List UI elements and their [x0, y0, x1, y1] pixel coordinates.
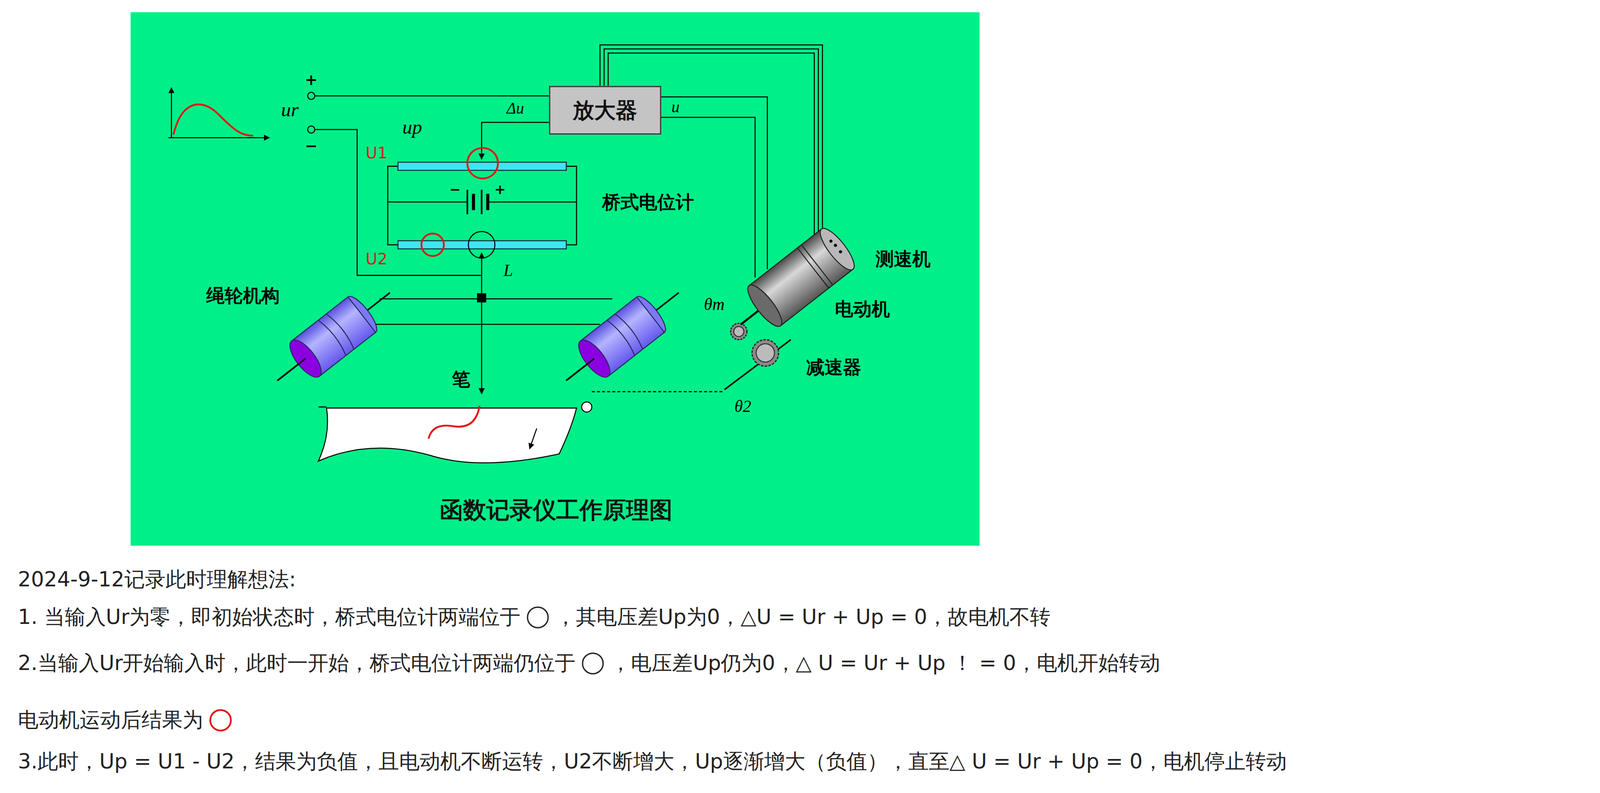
recorded-curve [428, 406, 480, 439]
paper-direction-arrow [529, 428, 537, 450]
dashed-link [591, 391, 723, 393]
graph-axis [170, 87, 172, 138]
note-mark: U2 [365, 251, 388, 268]
feedback-wire [600, 44, 823, 232]
angle-name: θm [703, 295, 725, 313]
polarity-sign: + [494, 182, 506, 197]
note-text: 3.此时，Up = U1 - U2，结果为负值，且电动机不断运转，U2不断增大，… [17, 749, 1287, 775]
note-text: 2.当输入Ur开始输入时，此时一开始，桥式电位计两端仍位于 [17, 651, 576, 676]
red-circle [421, 233, 444, 256]
wiper-wire [481, 122, 549, 160]
wire [487, 201, 577, 203]
reducer-shaft [724, 339, 791, 390]
drum-face [284, 335, 327, 383]
wire [387, 201, 468, 203]
black-circle [468, 231, 495, 259]
part-name: 笔 [451, 370, 471, 389]
terminal-dot [833, 243, 839, 248]
note-mark: U1 [365, 144, 388, 162]
polarity-sign: + [304, 72, 318, 88]
signal-name: up [402, 117, 422, 138]
rope [379, 298, 613, 300]
black-circle [527, 607, 549, 628]
recording-paper [318, 407, 577, 464]
note-line: 2024-9-12记录此时理解想法: [17, 567, 297, 592]
rope-drum [263, 275, 404, 399]
note-text: ，其电压差Up为0，△U = Ur + Up = 0，故电机不转 [555, 604, 1051, 630]
drum-axle [277, 358, 306, 381]
wire [315, 95, 549, 97]
signal-name: u [671, 98, 680, 115]
pen-carriage [477, 293, 486, 303]
note-text: ，电压差Up仍为0，△ U = Ur + Up ！ = 0，电机开始转动 [610, 651, 1161, 676]
drum-axle [565, 292, 679, 381]
battery-symbol [486, 193, 490, 210]
red-circle [208, 708, 233, 733]
wiper-wire [480, 253, 482, 298]
angle-name: θ2 [734, 397, 752, 415]
pen-line [480, 297, 482, 394]
gear-hub [733, 326, 745, 337]
battery-symbol [480, 189, 483, 215]
note-line: 3.此时，Up = U1 - U2，结果为负值，且电动机不断运转，U2不断增大，… [17, 749, 1287, 775]
part-name: 减速器 [806, 358, 862, 377]
part-name: 绳轮机构 [206, 286, 280, 306]
amplifier-box: 放大器 [548, 85, 662, 135]
graph-axis [168, 137, 270, 139]
signal-curve [173, 104, 254, 136]
polarity-sign: − [449, 182, 461, 197]
gear-hub [756, 344, 775, 363]
polarity-sign: − [304, 138, 318, 154]
wire [566, 166, 577, 246]
gear [752, 339, 779, 366]
tachometer-end [815, 224, 860, 275]
rope [359, 323, 600, 325]
battery-symbol [466, 189, 469, 215]
drum-ring [607, 312, 646, 356]
black-circle [582, 653, 604, 674]
terminal [307, 126, 315, 134]
battery-symbol [472, 193, 476, 210]
black-circle [525, 605, 550, 630]
part-name: 电动机 [834, 300, 890, 319]
note-line: 2.当输入Ur开始输入时，此时一开始，桥式电位计两端仍位于 ，电压差Up仍为0，△… [17, 651, 1161, 676]
note-text: 2024-9-12记录此时理解想法: [17, 567, 297, 592]
potentiometer-plate [397, 162, 566, 171]
note-line: 电动机运动后结果为 [17, 707, 239, 733]
motor-face [742, 280, 788, 331]
red-circle [210, 710, 231, 731]
part-name: 桥式电位计 [602, 192, 694, 212]
paper-roller [581, 402, 592, 413]
wire [387, 166, 399, 246]
note-text: 电动机运动后结果为 [17, 707, 204, 733]
drum-axle [565, 358, 595, 381]
terminal-dot [828, 238, 834, 244]
terminal-dot [838, 249, 843, 255]
black-circle [580, 651, 605, 676]
drum-ring [318, 312, 357, 356]
signal-name: L [503, 261, 513, 279]
signal-name: ur [280, 100, 299, 120]
wire [315, 129, 482, 276]
box-label: 放大器 [572, 98, 638, 123]
motor-symbol [724, 224, 860, 345]
note-text: 1. 当输入Ur为零，即初始状态时，桥式电位计两端位于 [17, 604, 521, 630]
part-name: 测速机 [875, 250, 931, 269]
rope-drum [552, 275, 693, 399]
gear [730, 323, 747, 340]
signal-name: Δu [506, 100, 524, 117]
wire [661, 97, 768, 270]
red-circle [467, 148, 498, 179]
drum-axle [277, 292, 391, 381]
potentiometer-plate [397, 240, 566, 249]
panel-ground [130, 12, 980, 546]
diagram-title: 函数记录仪工作原理图 [439, 498, 673, 522]
note-line: 1. 当输入Ur为零，即初始状态时，桥式电位计两端位于 ，其电压差Up为0，△U … [17, 604, 1051, 630]
terminal [307, 92, 315, 100]
motor-ring [797, 247, 829, 289]
